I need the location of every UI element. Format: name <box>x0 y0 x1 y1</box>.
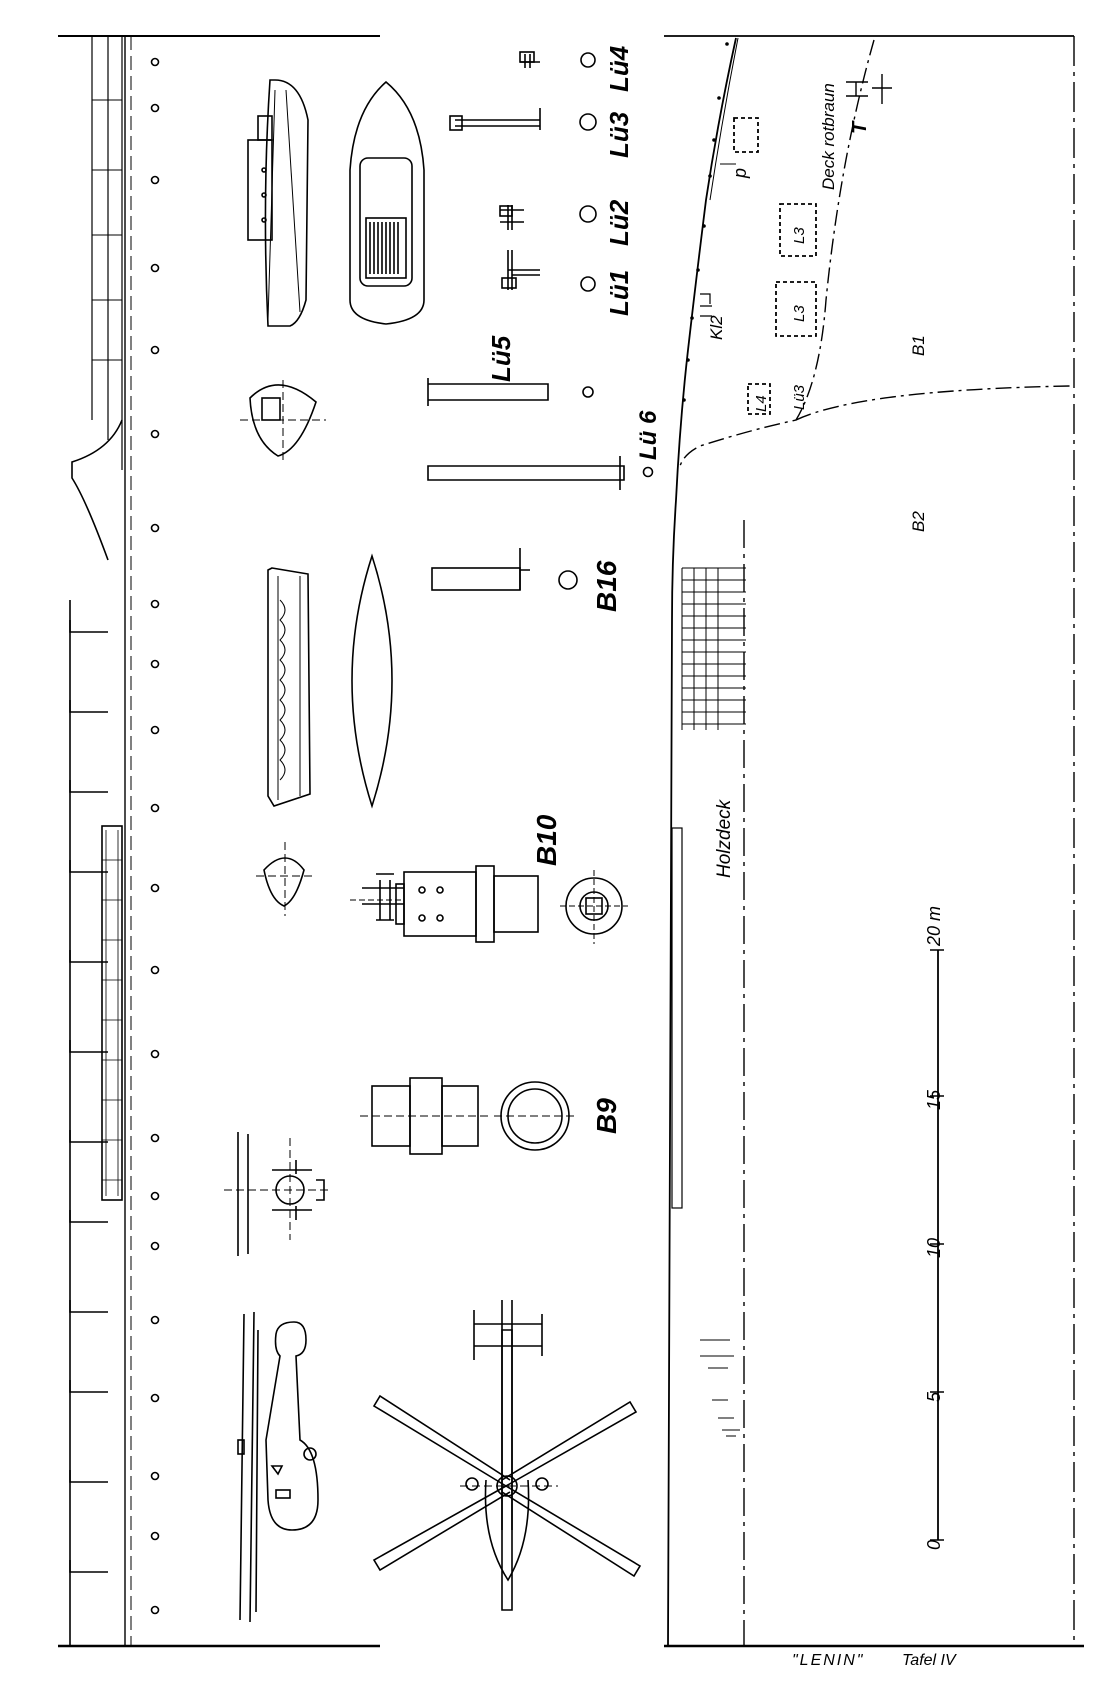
helicopter-top-view <box>372 1300 642 1611</box>
lifeboat-end-view <box>256 842 314 916</box>
deck-labels: Deck rotbraun T p Kl2 Lü3 L4 L3 L3 B1 B2… <box>707 83 928 878</box>
label-b1: B1 <box>909 335 928 356</box>
ventilator-plan-circles <box>579 52 597 292</box>
ventilator-side-views <box>449 51 541 290</box>
label-l3-bottom: L3 <box>791 305 808 322</box>
label-b9: B9 <box>591 1098 622 1134</box>
hull-side-strip <box>58 35 380 1648</box>
label-p-mark: p <box>730 168 750 179</box>
label-lu4: Lü4 <box>604 45 634 92</box>
label-l4: L4 <box>753 395 770 412</box>
scale-unit-label: 20 m <box>924 906 944 947</box>
helicopter-side-view <box>237 1311 319 1623</box>
porthole-row <box>150 57 160 1615</box>
label-lu3-small: Lü3 <box>791 384 808 410</box>
label-lu2: Lü2 <box>604 199 634 246</box>
label-b16: B16 <box>591 560 622 612</box>
plate-title: "LENIN" <box>792 1652 865 1669</box>
scale-tick-5: 5 <box>924 1391 944 1402</box>
label-l3-top: L3 <box>791 227 808 244</box>
label-b10: B10 <box>531 814 562 866</box>
scale-tick-10: 10 <box>924 1238 944 1258</box>
plate-label: Tafel IV <box>902 1652 956 1669</box>
label-lu5: Lü5 <box>486 335 516 382</box>
motorboat-side-view <box>247 79 309 327</box>
small-helicopter-view <box>224 1132 330 1256</box>
label-kl2: Kl2 <box>707 315 726 340</box>
fitting-b10 <box>350 865 628 944</box>
fitting-labels: Lü4 Lü3 Lü2 Lü1 Lü5 Lü 6 B16 B10 B9 <box>486 45 662 1134</box>
label-b2: B2 <box>909 511 928 532</box>
ventilator-lu5 <box>427 378 594 406</box>
fitting-b9 <box>360 1077 578 1155</box>
label-lu1: Lü1 <box>604 270 634 316</box>
motorboat-plan-view <box>349 80 425 325</box>
boat-end-view <box>240 380 326 464</box>
scale-bar: 20 m 15 10 5 0 <box>924 906 944 1550</box>
label-t-mark: T <box>849 120 871 134</box>
scale-tick-15: 15 <box>924 1089 944 1110</box>
ventilator-lu6 <box>427 456 654 490</box>
label-lu6: Lü 6 <box>635 410 662 460</box>
label-lu3: Lü3 <box>604 111 634 158</box>
fitting-b16 <box>431 548 578 591</box>
lifeboat-plan-view <box>351 553 393 809</box>
lifeboat-side-view <box>267 567 311 807</box>
hull-edge-dots <box>682 42 729 402</box>
deck-plan-outline <box>664 35 1084 1648</box>
label-deck-rotbraun: Deck rotbraun <box>819 83 838 190</box>
label-holzdeck: Holzdeck <box>714 798 735 878</box>
scale-tick-0: 0 <box>924 1540 944 1550</box>
